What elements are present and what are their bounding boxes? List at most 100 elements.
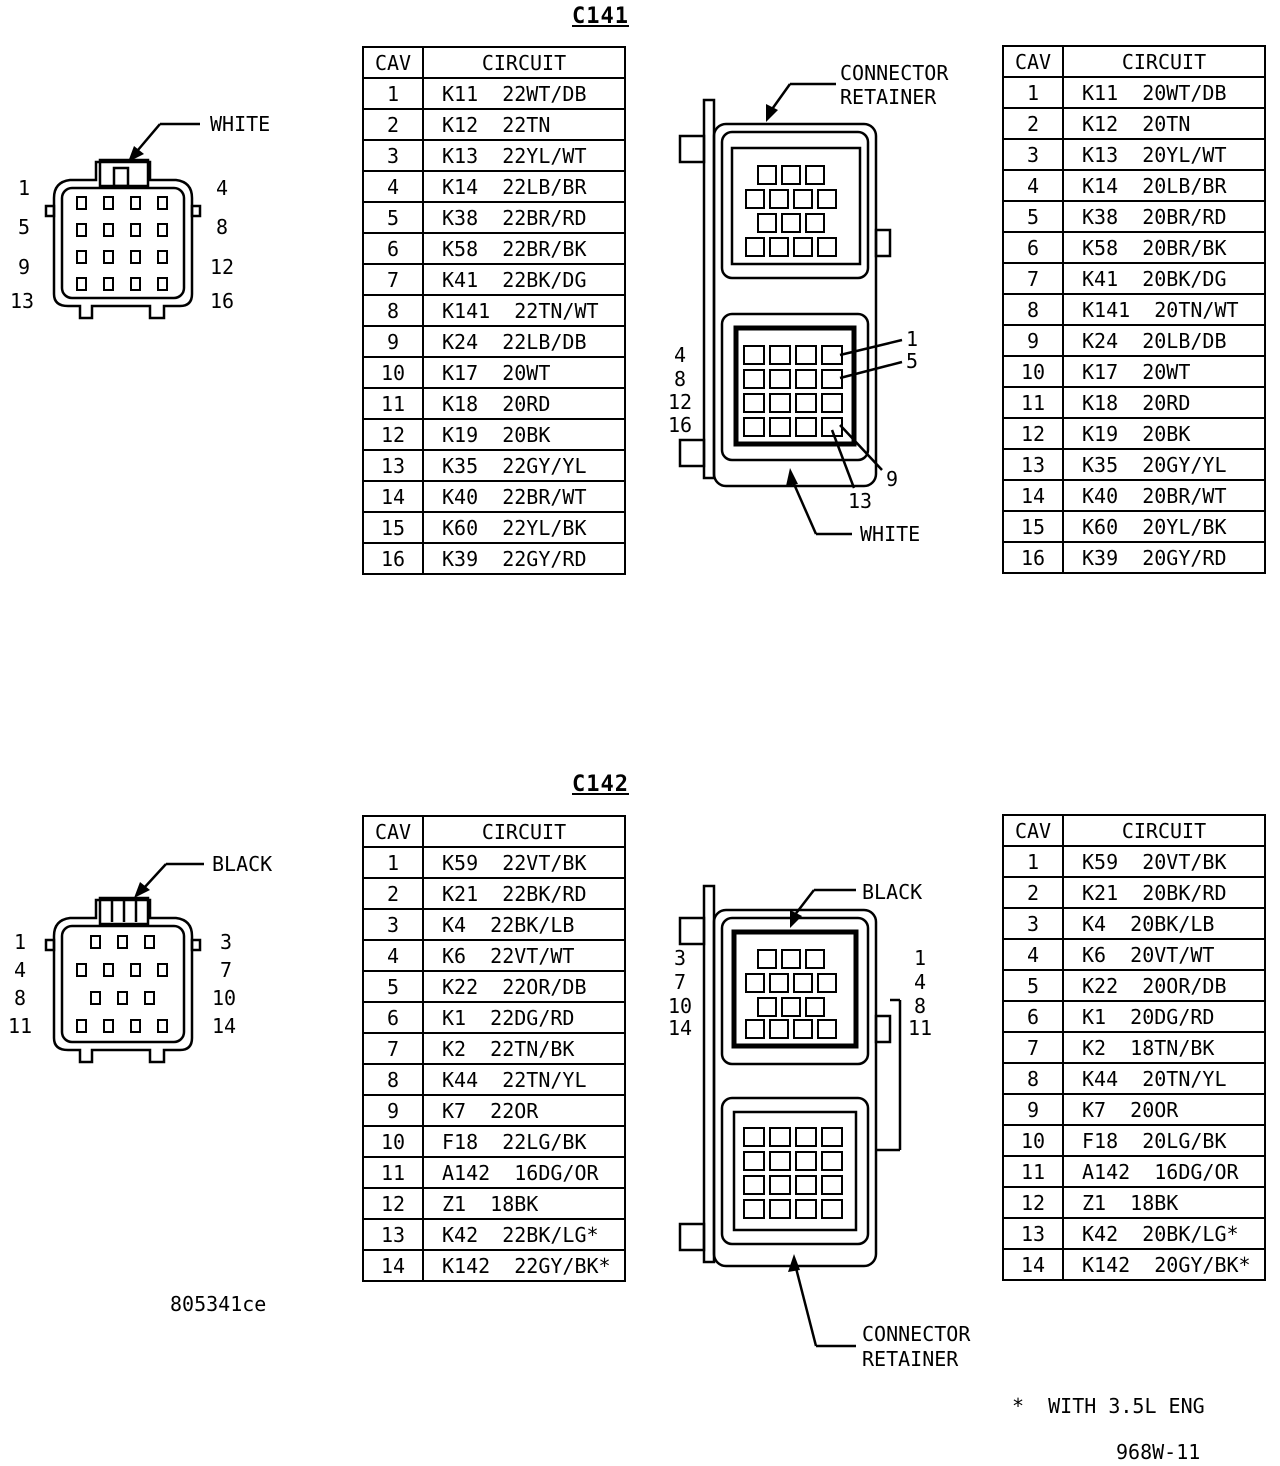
circuit-cell: K22 20OR/DB (1062, 969, 1266, 1002)
circuit-cell: K1 22DG/RD (422, 1001, 626, 1034)
cav-cell: 1 (1002, 76, 1064, 109)
circuit-cell: K59 20VT/BK (1062, 845, 1266, 878)
cav-cell: 4 (1002, 938, 1064, 971)
cav-cell: 11 (362, 1156, 424, 1189)
cav-cell: 14 (362, 1249, 424, 1282)
c142-face-pin-label: 3 (220, 930, 233, 954)
circuit-cell: K59 22VT/BK (422, 846, 626, 879)
cav-cell: 10 (362, 356, 424, 389)
cav-cell: 1 (362, 846, 424, 879)
cav-cell: 9 (362, 325, 424, 358)
circuit-cell: K39 20GY/RD (1062, 541, 1266, 574)
cav-cell: 8 (362, 1063, 424, 1096)
circuit-cell: K44 20TN/YL (1062, 1062, 1266, 1095)
cav-cell: 6 (362, 232, 424, 265)
cav-cell: 2 (1002, 876, 1064, 909)
circuit-cell: K38 22BR/RD (422, 201, 626, 234)
c142-housing-color-label: BLACK (862, 880, 923, 904)
cav-cell: 6 (1002, 1000, 1064, 1033)
c141-housing-pin-number: 12 (668, 390, 693, 414)
circuit-cell: K142 20GY/BK* (1062, 1248, 1266, 1281)
cav-cell: 2 (1002, 107, 1064, 140)
circuit-header: CIRCUIT (422, 46, 626, 79)
circuit-cell: K11 22WT/DB (422, 77, 626, 110)
circuit-cell: K12 22TN (422, 108, 626, 141)
cav-cell: 8 (362, 294, 424, 327)
c142-housing-pin-number: 10 (668, 994, 693, 1018)
c141-face-pin-label: 9 (18, 255, 31, 279)
circuit-cell: K141 22TN/WT (422, 294, 626, 327)
c141-face-pin-label: 16 (210, 289, 235, 313)
circuit-cell: K58 20BR/BK (1062, 231, 1266, 264)
circuit-header: CIRCUIT (1062, 45, 1266, 78)
c141-housing-pin-number: 4 (674, 343, 687, 367)
circuit-cell: K35 22GY/YL (422, 449, 626, 482)
circuit-cell: A142 16DG/OR (422, 1156, 626, 1189)
circuit-cell: K39 22GY/RD (422, 542, 626, 575)
c141-face-pin-label: 5 (18, 215, 31, 239)
cav-cell: 10 (1002, 1124, 1064, 1157)
c141-housing-callout: 1 (906, 327, 919, 351)
c142-face-pin-label: 14 (212, 1014, 237, 1038)
circuit-cell: K13 20YL/WT (1062, 138, 1266, 171)
circuit-cell: K22 22OR/DB (422, 970, 626, 1003)
c142-face-pin-label: 1 (14, 930, 27, 954)
circuit-cell: K6 22VT/WT (422, 939, 626, 972)
c142-face-pin-label: 11 (8, 1014, 33, 1038)
cav-cell: 2 (362, 877, 424, 910)
circuit-cell: K42 22BK/LG* (422, 1218, 626, 1251)
cav-cell: 13 (1002, 1217, 1064, 1250)
c141-title: C141 (572, 4, 629, 29)
circuit-cell: K142 22GY/BK* (422, 1249, 626, 1282)
cav-cell: 10 (362, 1125, 424, 1158)
cav-cell: 4 (362, 939, 424, 972)
c142-housing-pin-number: 11 (908, 1016, 933, 1040)
cav-cell: 9 (1002, 324, 1064, 357)
circuit-cell: F18 22LG/BK (422, 1125, 626, 1158)
c142-housing-pin-number: 4 (914, 970, 927, 994)
cav-cell: 11 (1002, 1155, 1064, 1188)
circuit-cell: K58 22BR/BK (422, 232, 626, 265)
cav-cell: 7 (1002, 1031, 1064, 1064)
cav-header: CAV (362, 46, 424, 79)
c141-face-color-label: WHITE (210, 112, 271, 136)
circuit-cell: K4 20BK/LB (1062, 907, 1266, 940)
cav-cell: 1 (1002, 845, 1064, 878)
circuit-cell: K24 20LB/DB (1062, 324, 1266, 357)
cav-header: CAV (1002, 814, 1064, 847)
circuit-cell: K42 20BK/LG* (1062, 1217, 1266, 1250)
c141-face-pin-label: 13 (10, 289, 35, 313)
cav-cell: 12 (1002, 417, 1064, 450)
c141-housing-pin-number: 8 (674, 367, 687, 391)
c141-face-pin-label: 8 (216, 215, 229, 239)
cav-cell: 13 (1002, 448, 1064, 481)
circuit-cell: K2 18TN/BK (1062, 1031, 1266, 1064)
cav-cell: 1 (362, 77, 424, 110)
c141-housing-callout: 5 (906, 349, 919, 373)
cav-cell: 12 (362, 418, 424, 451)
cav-cell: 13 (362, 1218, 424, 1251)
circuit-cell: K18 20RD (1062, 386, 1266, 419)
